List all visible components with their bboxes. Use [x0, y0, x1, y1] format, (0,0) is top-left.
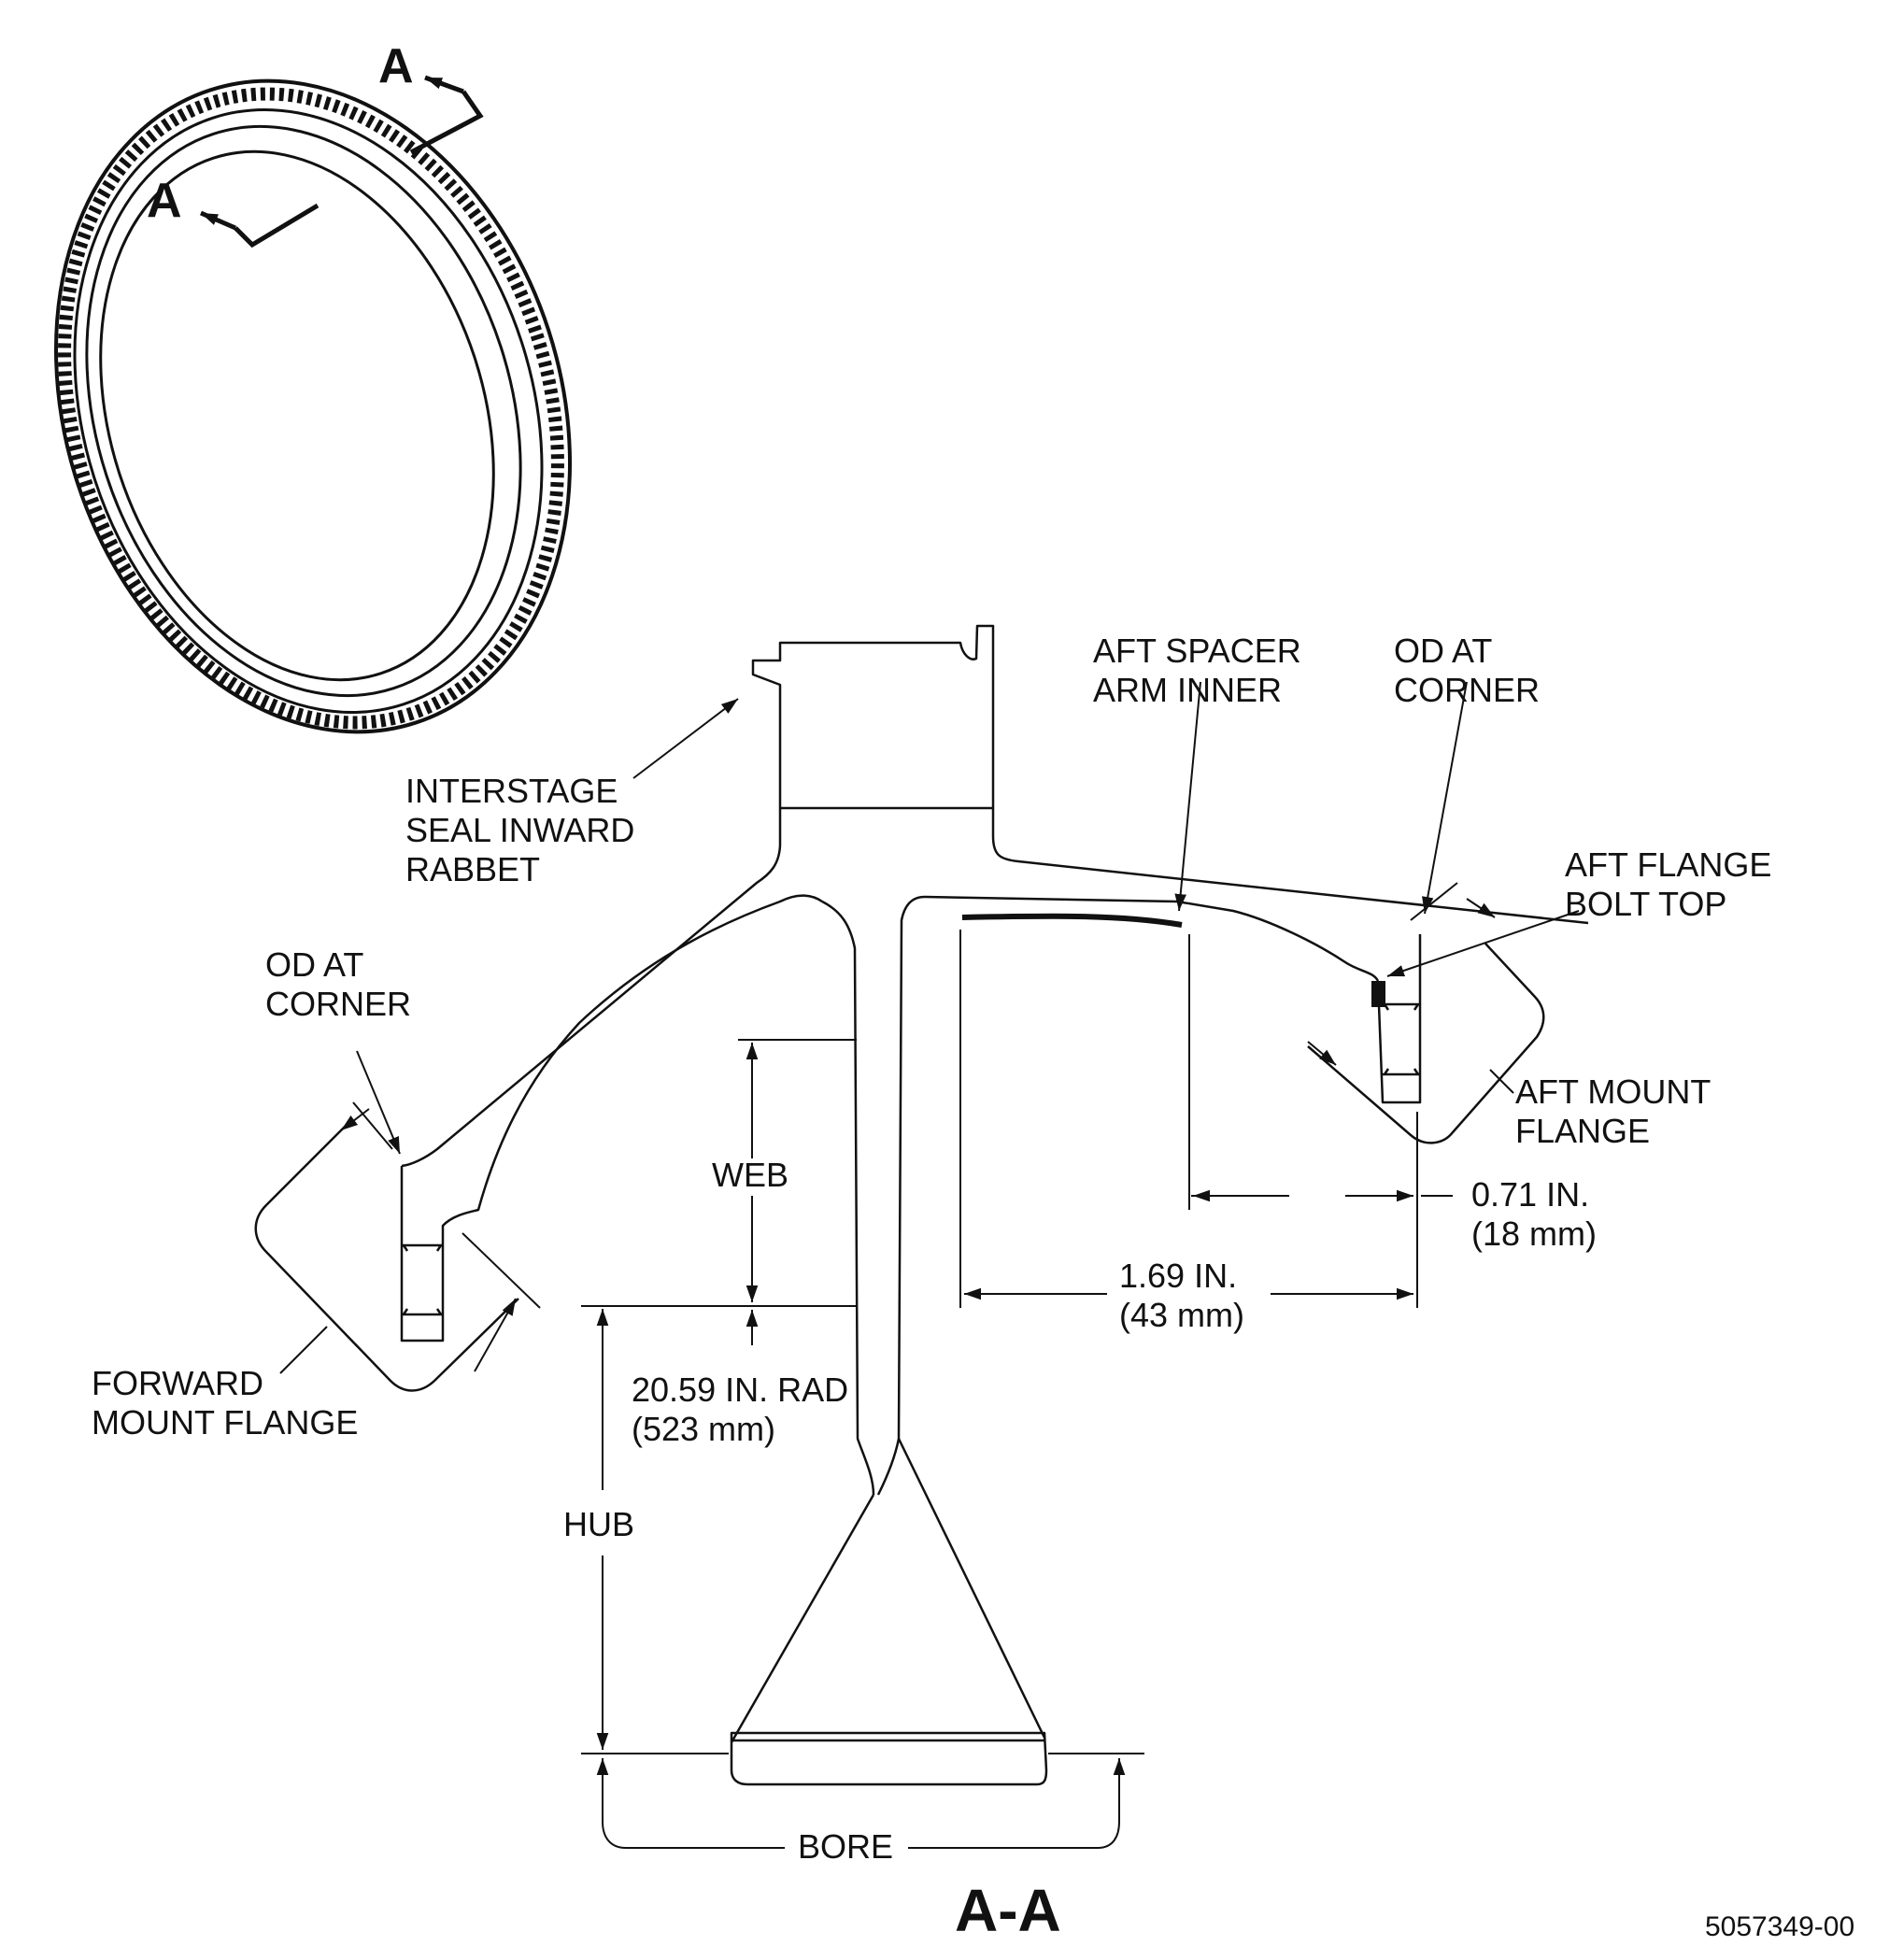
aft-mount-flange-envelope	[1307, 943, 1545, 1144]
label-hub: HUB	[563, 1505, 635, 1543]
section-title: A-A	[955, 1877, 1061, 1944]
label-aft-spacer-arm-inner: AFT SPACER ARM INNER	[1093, 632, 1301, 709]
cross-section-outline	[400, 624, 1589, 1786]
dimension-radius: 20.59 IN. RAD (523 mm)	[632, 1371, 849, 1448]
disk-outer-rim	[54, 78, 572, 734]
label-od-at-corner-aft: OD AT CORNER	[1394, 632, 1541, 709]
label-web: WEB	[712, 1156, 789, 1194]
aft-arm-lower	[876, 895, 926, 1496]
disk-bore	[99, 149, 495, 682]
dimension-aft-spacer-length: 1.69 IN. (43 mm)	[1119, 1257, 1244, 1334]
label-aft-flange-bolt-top: AFT FLANGE BOLT TOP	[1565, 845, 1772, 923]
label-bore: BORE	[798, 1827, 894, 1866]
disk-inner-rim	[73, 108, 544, 714]
aft-flange-bolt-top-marker	[1371, 981, 1385, 1007]
forward-mount-flange-envelope	[254, 1125, 519, 1392]
forward-arm-outer	[401, 799, 782, 1168]
section-cut-marker-lower	[200, 203, 320, 249]
forward-mount-flange	[400, 894, 823, 1342]
web-right-edge	[991, 808, 1589, 925]
aft-mount-flange	[1376, 934, 1422, 1104]
hub-left-flare	[730, 1494, 875, 1743]
bore-shape	[730, 1731, 1048, 1786]
aft-arm-inner	[924, 895, 1380, 982]
label-aft-mount-flange: AFT MOUNT FLANGE	[1515, 1072, 1711, 1150]
disk-isometric-view	[54, 78, 572, 734]
dimension-lines	[279, 681, 1580, 1849]
disk-teeth-ring	[58, 87, 564, 730]
aft-spacer-arm-inner-marker	[961, 913, 1183, 928]
web-left-edge	[821, 900, 875, 1496]
rim-top-profile	[751, 624, 995, 808]
figure-number: 5057349-00	[1705, 1911, 1855, 1942]
label-od-at-corner-fwd: OD AT CORNER	[265, 945, 412, 1023]
section-letter-upper: A	[378, 39, 414, 93]
section-cut-marker-upper	[409, 75, 484, 155]
disk-bore-edge	[85, 124, 522, 698]
section-letter-lower: A	[147, 174, 182, 228]
dimension-aft-flange-offset: 0.71 IN. (18 mm)	[1471, 1175, 1597, 1253]
label-forward-mount-flange: FORWARD MOUNT FLANGE	[92, 1364, 359, 1442]
hub-right-flare	[897, 1438, 1046, 1739]
label-interstage-seal-inward-rabbet: INTERSTAGE SEAL INWARD RABBET	[405, 772, 635, 888]
